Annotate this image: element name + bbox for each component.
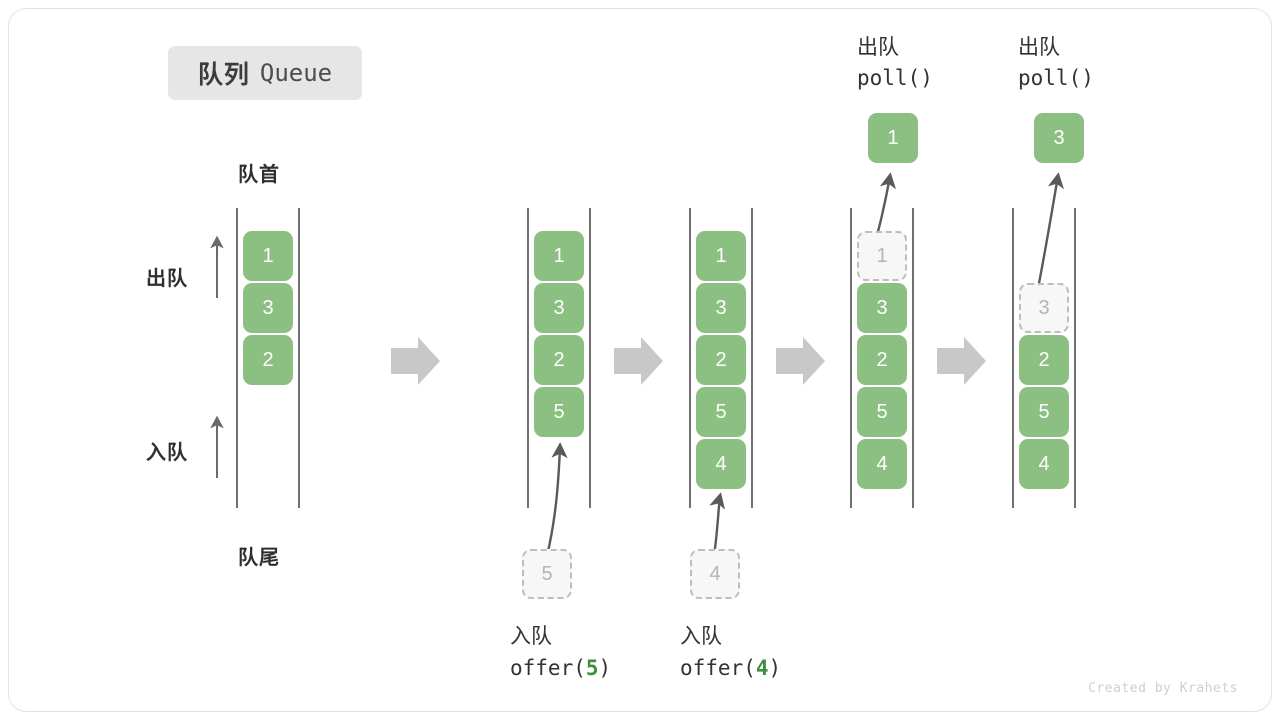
dequeue-direction-label: 出队 xyxy=(146,268,188,290)
queue-item[interactable]: 3 xyxy=(857,283,907,333)
offer-4-caption-cn: 入队 xyxy=(680,625,722,648)
queue-item[interactable]: 4 xyxy=(1019,439,1069,489)
queue-item[interactable]: 3 xyxy=(243,283,293,333)
title-cn: 队列 xyxy=(197,61,250,89)
queue-item[interactable]: 3 xyxy=(534,283,584,333)
outgoing-ghost-item: 3 xyxy=(1019,283,1069,333)
incoming-ghost-item: 5 xyxy=(522,549,572,599)
popped-item[interactable]: 3 xyxy=(1034,113,1084,163)
queue-item[interactable]: 1 xyxy=(534,231,584,281)
queue-item[interactable]: 4 xyxy=(696,439,746,489)
poll-1-caption-cn: 出队 xyxy=(857,36,899,59)
poll-1-caption-code: poll() xyxy=(857,66,933,90)
title-badge: 队列 Queue xyxy=(168,46,362,100)
queue-item[interactable]: 2 xyxy=(696,335,746,385)
incoming-ghost-item: 4 xyxy=(690,549,740,599)
enqueue-direction-label: 入队 xyxy=(146,442,188,464)
popped-item[interactable]: 1 xyxy=(868,113,918,163)
queue-item[interactable]: 1 xyxy=(696,231,746,281)
diagram-card xyxy=(8,8,1272,712)
queue-item[interactable]: 5 xyxy=(534,387,584,437)
offer-5-caption-code: offer(5) xyxy=(510,656,612,680)
offer-5-caption-cn: 入队 xyxy=(510,625,552,648)
queue-item[interactable]: 4 xyxy=(857,439,907,489)
queue-item[interactable]: 5 xyxy=(696,387,746,437)
queue-item[interactable]: 5 xyxy=(1019,387,1069,437)
outgoing-ghost-item: 1 xyxy=(857,231,907,281)
offer-5-arg: 5 xyxy=(585,656,599,680)
title-en: Queue xyxy=(259,59,333,87)
queue-item[interactable]: 2 xyxy=(1019,335,1069,385)
queue-item[interactable]: 2 xyxy=(857,335,907,385)
poll-3-caption-cn: 出队 xyxy=(1018,36,1060,59)
queue-item[interactable]: 2 xyxy=(243,335,293,385)
queue-item[interactable]: 5 xyxy=(857,387,907,437)
offer-4-arg: 4 xyxy=(755,656,769,680)
poll-3-caption-code: poll() xyxy=(1018,66,1094,90)
queue-item[interactable]: 2 xyxy=(534,335,584,385)
offer-4-caption-code: offer(4) xyxy=(680,656,782,680)
queue-item[interactable]: 1 xyxy=(243,231,293,281)
queue-rear-label: 队尾 xyxy=(238,547,280,569)
queue-item[interactable]: 3 xyxy=(696,283,746,333)
watermark: Created by Krahets xyxy=(1088,681,1238,696)
queue-front-label: 队首 xyxy=(238,164,280,186)
